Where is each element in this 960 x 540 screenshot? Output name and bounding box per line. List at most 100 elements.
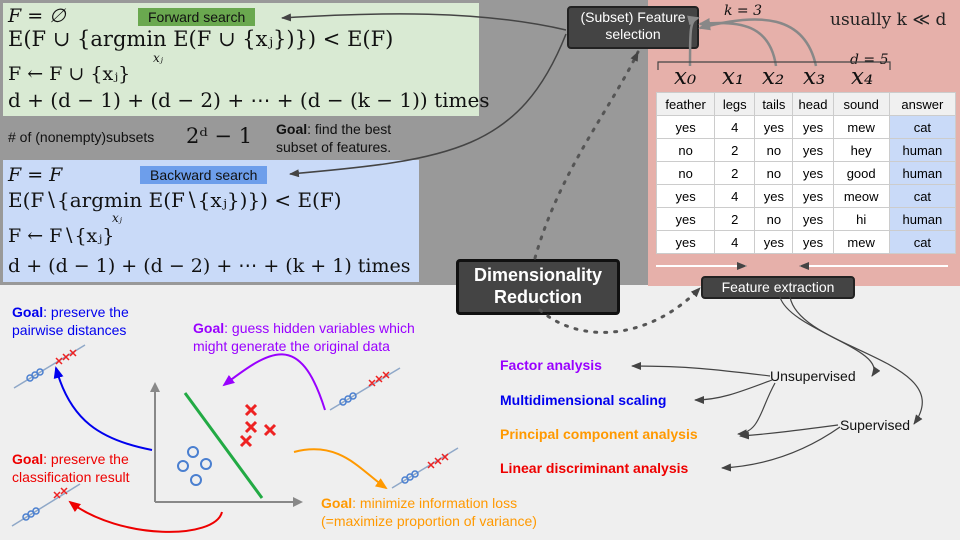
backward-line-4: d + (d − 1) + (d − 2) + ⋯ + (k + 1) time… bbox=[8, 255, 411, 277]
table-cell: 4 bbox=[714, 184, 756, 208]
table-cell: cat bbox=[888, 230, 957, 254]
dotted-to-selection bbox=[533, 50, 640, 260]
table-cell: no bbox=[754, 161, 794, 185]
projection-circle bbox=[32, 507, 40, 515]
fa-arrow bbox=[222, 353, 326, 411]
supervised-label: Supervised bbox=[840, 417, 911, 433]
table-cell: yes bbox=[655, 207, 716, 231]
projection-cross bbox=[427, 453, 449, 469]
table-cell: 2 bbox=[714, 161, 756, 185]
scatter-circle bbox=[200, 458, 212, 470]
box-line: (Subset) Feature bbox=[580, 9, 686, 25]
scatter-circle bbox=[177, 460, 189, 472]
usually-k-less-d: usually k ≪ d bbox=[830, 10, 947, 30]
projection-cross bbox=[53, 487, 68, 499]
table-cell: yes bbox=[655, 230, 716, 254]
table-cell: meow bbox=[832, 184, 890, 208]
projection-class bbox=[11, 483, 81, 527]
scatter-cross bbox=[263, 423, 277, 437]
class-crosses bbox=[239, 403, 277, 448]
table-cell: no bbox=[655, 138, 716, 162]
class-circles bbox=[177, 446, 212, 486]
arrow-x2-to-selection bbox=[698, 18, 778, 67]
forward-line-1: F = ∅ bbox=[8, 5, 66, 27]
goal-classification: Goal: preserve the classification result bbox=[12, 450, 130, 486]
projection-circle bbox=[349, 392, 357, 400]
goal-text: : preserve the bbox=[43, 451, 129, 467]
goal-text: might generate the original data bbox=[193, 338, 390, 354]
projection-line bbox=[329, 367, 401, 411]
arrow-unsup-to-mds bbox=[694, 379, 773, 404]
projection-cross bbox=[55, 349, 77, 365]
subset-feature-selection-box[interactable]: (Subset) Feature selection bbox=[567, 6, 699, 49]
method-multidimensional-scaling: Multidimensional scaling bbox=[500, 392, 667, 408]
goal-text: classification result bbox=[12, 469, 130, 485]
method-pca: Principal component analysis bbox=[500, 426, 698, 442]
goal-hidden-variables: Goal: guess hidden variables which might… bbox=[193, 319, 415, 355]
arrow-x0-to-selection bbox=[687, 15, 700, 67]
table-cell: no bbox=[754, 207, 794, 231]
arrow-x3-to-selection bbox=[698, 18, 818, 67]
projection-cross bbox=[368, 371, 390, 387]
goal-information-loss: Goal: minimize information loss (=maximi… bbox=[321, 494, 537, 530]
backward-line-2: E(F∖{argmin E(F∖{xⱼ})}) < E(F) bbox=[8, 188, 342, 212]
projection-hidden bbox=[329, 367, 401, 411]
lda-arrow bbox=[68, 500, 223, 533]
feature-x3: x₃ bbox=[803, 64, 826, 90]
table-cell: mew bbox=[832, 115, 890, 139]
goal-word: Goal bbox=[276, 121, 308, 137]
feature-extraction-box[interactable]: Feature extraction bbox=[701, 276, 855, 299]
table-cell: yes bbox=[792, 161, 834, 185]
table-header-cell: legs bbox=[714, 92, 756, 116]
table-cell: yes bbox=[792, 115, 834, 139]
arrow-to-unsupervised bbox=[779, 296, 881, 377]
plot-y-arrowhead bbox=[150, 382, 160, 392]
backward-search-label: Backward search bbox=[140, 166, 268, 184]
backward-line-3: F ← F∖{xⱼ} bbox=[8, 225, 115, 247]
table-header-cell: feather bbox=[655, 92, 716, 116]
goal-word: Goal bbox=[12, 451, 44, 467]
goal-text: : find the best bbox=[307, 121, 392, 137]
goal-best-subset: Goal: find the best subset of features. bbox=[276, 120, 391, 156]
table-cell: cat bbox=[888, 115, 957, 139]
backward-line-1: F = F bbox=[8, 164, 63, 186]
lda-separator-line bbox=[183, 392, 264, 499]
d-label: d = 5 bbox=[850, 52, 889, 68]
arrow-sup-to-pca bbox=[739, 424, 839, 440]
feature-x0: x₀ bbox=[674, 64, 697, 90]
method-factor-analysis: Factor analysis bbox=[500, 357, 602, 373]
forward-search-label: Forward search bbox=[138, 8, 256, 26]
goal-text: pairwise distances bbox=[12, 322, 127, 338]
goal-text: subset of features. bbox=[276, 139, 392, 155]
method-lda: Linear discriminant analysis bbox=[500, 460, 689, 476]
scatter-circle bbox=[190, 474, 202, 486]
table-cell: yes bbox=[792, 230, 834, 254]
arrow-to-forward-search bbox=[281, 13, 567, 31]
goal-pairwise-distances: Goal: preserve the pairwise distances bbox=[12, 303, 129, 339]
dimensionality-reduction-box[interactable]: Dimensionality Reduction bbox=[456, 259, 620, 315]
projection-info bbox=[391, 447, 459, 489]
projection-circle bbox=[36, 368, 44, 376]
scatter-cross bbox=[244, 420, 258, 434]
goal-word: Goal bbox=[12, 304, 44, 320]
feature-x1: x₁ bbox=[722, 64, 745, 90]
table-cell: human bbox=[888, 207, 957, 231]
goal-text: : guess hidden variables which bbox=[224, 320, 415, 336]
goal-text: : preserve the bbox=[43, 304, 129, 320]
scatter-circle bbox=[187, 446, 199, 458]
forward-line-2: E(F ∪ {argmin E(F ∪ {xⱼ})}) < E(F) bbox=[8, 27, 394, 51]
unsupervised-label: Unsupervised bbox=[770, 368, 856, 384]
table-cell: yes bbox=[754, 230, 794, 254]
table-header-cell: head bbox=[792, 92, 834, 116]
scatter-cross bbox=[244, 403, 258, 417]
forward-line-3: F ← F ∪ {xⱼ} bbox=[8, 63, 131, 85]
projection-circle bbox=[411, 470, 419, 478]
d-brace bbox=[657, 61, 891, 70]
forward-line-4: d + (d − 1) + (d − 2) + ⋯ + (d − (k − 1)… bbox=[8, 88, 490, 112]
table-cell: yes bbox=[754, 184, 794, 208]
